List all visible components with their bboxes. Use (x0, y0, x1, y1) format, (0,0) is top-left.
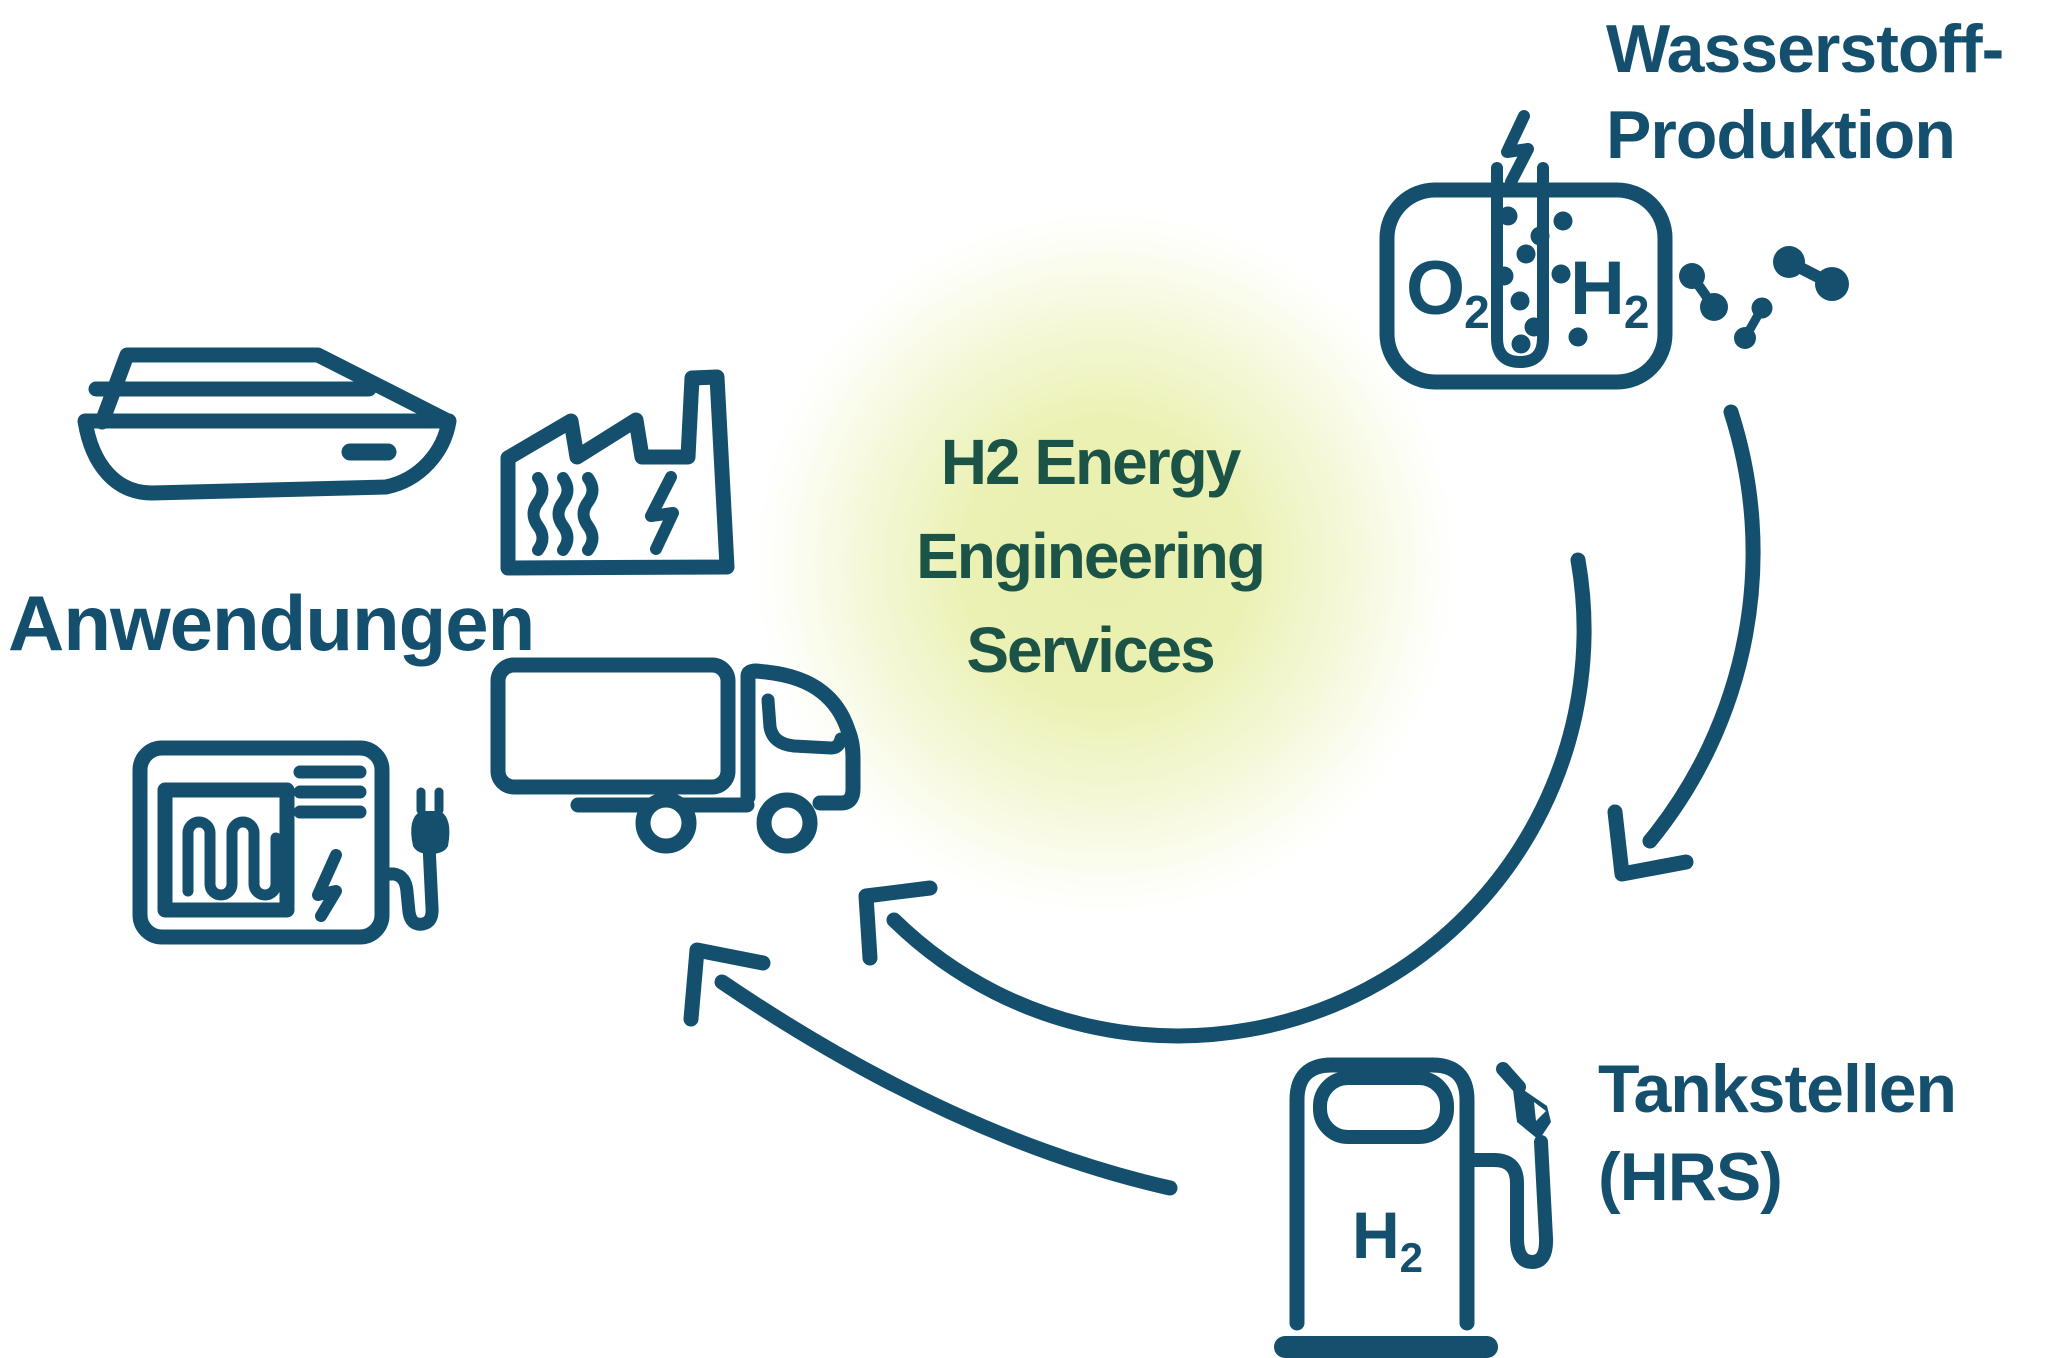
lightning-bolt-icon (645, 471, 679, 555)
arrow-arc (1642, 404, 1761, 849)
pump-display (1313, 1071, 1454, 1144)
hydrogen-molecules-icon (1679, 246, 1849, 349)
pump-body (1289, 1057, 1475, 1331)
arrow-arc (886, 552, 1592, 1044)
truck-window (761, 693, 848, 755)
heater-body (132, 740, 390, 945)
arrow-arc (714, 974, 1178, 1196)
arrow-production-to-applications (858, 552, 1592, 1044)
hrs-label-line2: (HRS) (1598, 1139, 1782, 1215)
electrolyzer-membrane (1491, 162, 1549, 368)
center-badge-line1: H2 Energy (941, 426, 1242, 498)
center-badge-line3: Services (966, 614, 1213, 686)
truck-rear-wheel (635, 792, 697, 854)
plug-cable (375, 838, 439, 931)
ship-hull (77, 413, 457, 501)
center-badge-line2: Engineering (916, 520, 1264, 592)
oxygen-label: O2 (1406, 246, 1490, 338)
arrowhead-icon (858, 880, 938, 966)
truck-cab (740, 663, 861, 811)
power-plug-icon (375, 787, 450, 931)
factory-icon (500, 369, 735, 576)
truck-cargo-box (490, 657, 736, 795)
arrowhead-icon (1607, 804, 1694, 882)
lightning-bolt-icon (312, 849, 342, 922)
refueling-section: Tankstellen (HRS) H2 (1274, 1051, 1957, 1358)
production-section: Wasserstoff- Produktion O2 H2 (1379, 11, 2004, 390)
arrow-hrs-to-applications (683, 942, 1178, 1196)
center-badge: H2 Energy Engineering Services (916, 426, 1266, 686)
heater-exchanger-frame (157, 782, 295, 918)
hydrogen-label: H2 (1570, 246, 1649, 338)
production-label-line1: Wasserstoff- (1606, 11, 2003, 87)
nozzle-body (1512, 1082, 1551, 1140)
electrolysis-bubbles (1494, 206, 1588, 354)
pump-hydrogen-label: H2 (1352, 1198, 1423, 1281)
hrs-label-line1: Tankstellen (1598, 1051, 1956, 1127)
fuel-pump-icon: H2 (1274, 1057, 1554, 1358)
heat-waves-icon (527, 472, 599, 556)
applications-section: Anwendungen (8, 347, 861, 945)
plug-prongs (416, 787, 444, 815)
arrow-production-to-hrs (1607, 404, 1761, 882)
plug-head (411, 811, 450, 854)
arrowhead-icon (683, 942, 771, 1027)
nozzle-handle (1496, 1062, 1526, 1094)
truck-icon (490, 657, 861, 854)
pump-nozzle-icon (1496, 1062, 1551, 1140)
lightning-bolt-icon (1501, 110, 1534, 188)
electrolyzer-tank (1379, 182, 1673, 390)
ship-icon (77, 347, 457, 501)
vent-lines (293, 765, 367, 819)
heater-generator-icon (132, 740, 450, 945)
production-label-line2: Produktion (1606, 97, 1955, 173)
truck-front-wheel (756, 792, 818, 854)
nozzle-notch (1534, 1102, 1546, 1121)
pump-hose (1460, 1135, 1554, 1269)
factory-outline (500, 369, 735, 576)
heating-coil (182, 816, 282, 901)
center-glow (753, 211, 1457, 915)
applications-label: Anwendungen (8, 579, 534, 667)
electrolyzer-icon: O2 H2 (1379, 110, 1673, 390)
